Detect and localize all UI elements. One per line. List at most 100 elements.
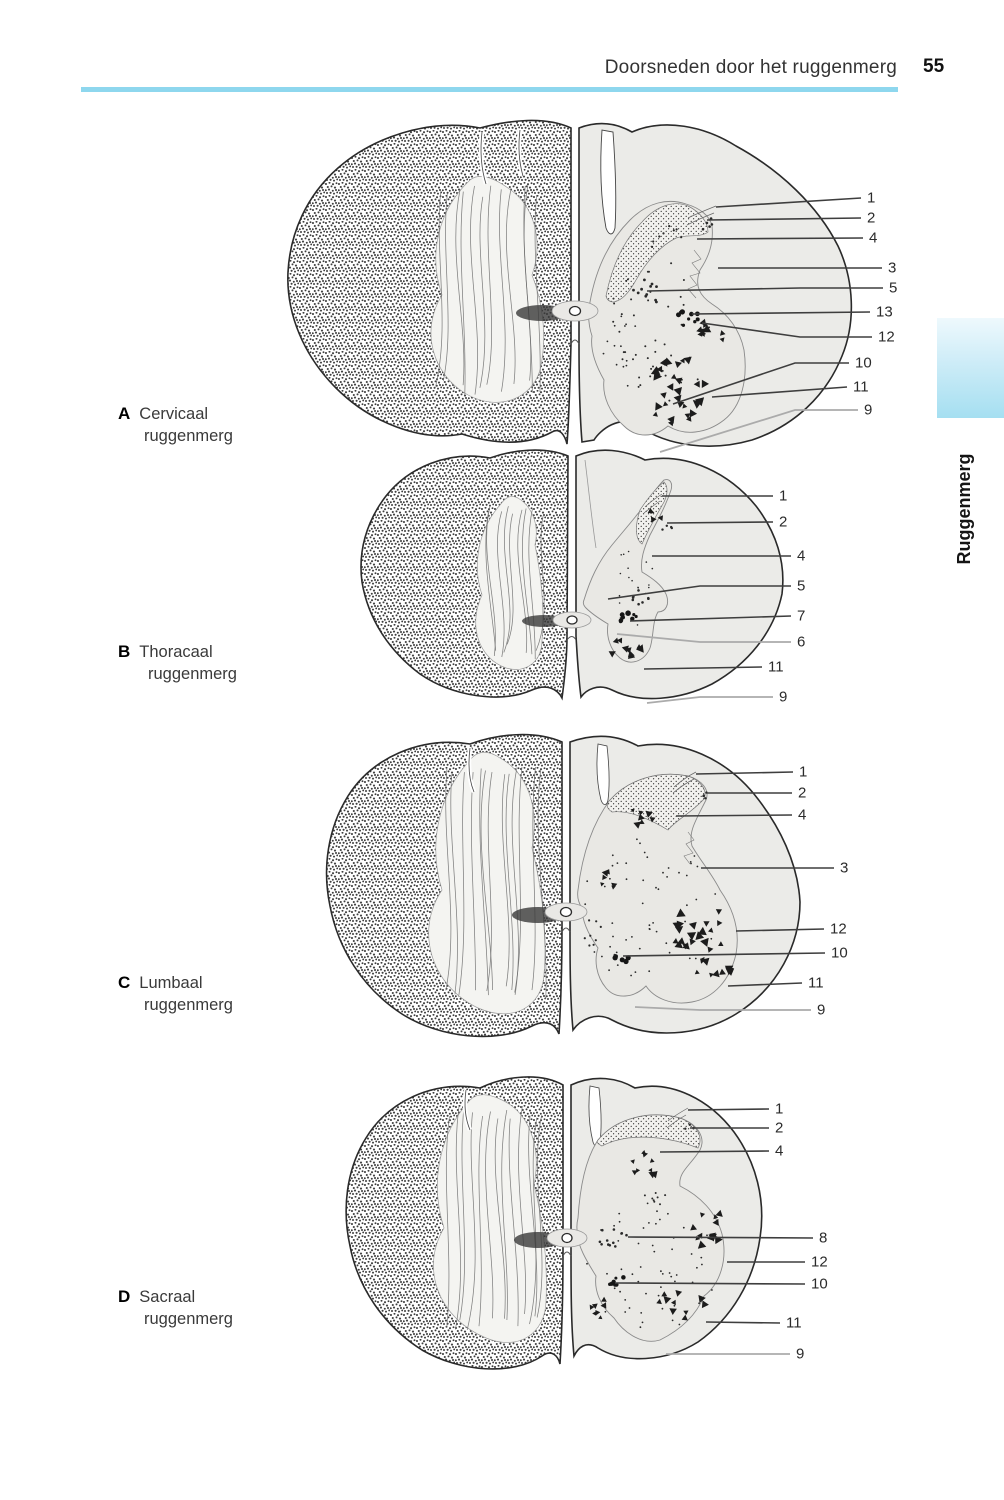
leader-line [715, 197, 862, 208]
section-d-letter: D [118, 1287, 131, 1306]
leader-lines [607, 197, 883, 1355]
leader-line [622, 952, 826, 957]
left-sulcus-mark-a2-line [518, 129, 524, 177]
central-canal-b [566, 615, 578, 625]
section-a-name2: ruggenmerg [144, 427, 233, 445]
header-accent-rule [81, 87, 898, 92]
chapter-thumb-tab [937, 318, 1004, 418]
leader-line [727, 982, 803, 987]
leader-line [659, 409, 858, 453]
dorsal-column-septum-b [584, 459, 597, 549]
section-d-name1: Sacraal [139, 1288, 196, 1306]
section-b-name1: Thoracaal [139, 643, 213, 661]
ventral-fissure-top-a [570, 339, 580, 345]
callout-number: 7 [797, 607, 806, 625]
section-a-letter: A [118, 404, 131, 423]
section-a-name1: Cervicaal [139, 405, 209, 423]
leader-line [646, 287, 883, 292]
callout-number: 9 [864, 401, 873, 419]
callout-number: 13 [876, 303, 893, 321]
callout-number: 12 [830, 920, 847, 938]
substantia-gelatinosa-cap-d [596, 1114, 701, 1149]
callout-number: 1 [799, 763, 808, 781]
leader-line [634, 1006, 811, 1011]
callout-number: 9 [779, 688, 788, 706]
section-d-label: D Sacraal ruggenmerg [118, 1286, 233, 1330]
callout-number: 2 [779, 513, 788, 531]
nuclei-scatter-c [583, 791, 735, 978]
callout-number: 4 [775, 1142, 784, 1160]
dorsal-intermediate-sulcus-c [596, 743, 610, 805]
callout-number: 1 [867, 189, 876, 207]
leader-line [711, 386, 848, 398]
nuclei-scatter-b [608, 507, 673, 659]
section-b-letter: B [118, 642, 131, 661]
leader-line [705, 1321, 781, 1324]
dorsal-intermediate-sulcus-a [600, 129, 617, 235]
section-a-label: A Cervicaal ruggenmerg [118, 403, 233, 447]
reticular-mesh-c [683, 831, 695, 865]
callout-number: 3 [840, 859, 849, 877]
section-b-drawing [360, 449, 784, 701]
ventral-fissure-top-b [566, 636, 577, 641]
section-c-label: C Lumbaal ruggenmerg [118, 972, 233, 1016]
leader-line [659, 1150, 770, 1153]
reticular-mesh-a [687, 249, 702, 299]
callout-number: 10 [831, 944, 848, 962]
callout-number: 11 [768, 658, 784, 676]
callout-number: 4 [797, 547, 806, 565]
left-sulcus-mark-d-line [464, 1089, 471, 1131]
left-sulcus-mark-a1-line [480, 131, 487, 185]
callout-number: 8 [819, 1229, 828, 1247]
leader-line [607, 585, 791, 600]
leader-line [643, 666, 763, 670]
dorsal-rootlets-c [672, 771, 697, 794]
callout-number: 5 [889, 279, 898, 297]
section-a-drawing [287, 119, 853, 447]
callout-number: 12 [878, 328, 895, 346]
callout-number: 5 [797, 577, 806, 595]
leader-line [687, 1108, 770, 1111]
substantia-gelatinosa-cap-a [605, 203, 709, 303]
section-d-drawing [345, 1076, 763, 1370]
dorsal-rootlets-d [666, 1107, 689, 1129]
ventral-fissure-top-d [562, 1251, 572, 1257]
callout-number: 6 [797, 633, 806, 651]
dorsal-rootlets-b [643, 493, 663, 514]
section-c-name2: ruggenmerg [144, 996, 233, 1014]
leader-line [627, 1236, 814, 1239]
grey-matter-left-flame-d [433, 1094, 547, 1343]
leader-line [646, 696, 773, 704]
central-canal-c [559, 906, 573, 918]
section-c-drawing [325, 733, 801, 1038]
section-d-name2: ruggenmerg [144, 1310, 233, 1328]
callout-number: 4 [798, 806, 807, 824]
central-canal-d [561, 1232, 573, 1244]
page-header-title: Doorsneden door het ruggenmerg [604, 57, 897, 78]
callout-number: 9 [817, 1001, 826, 1019]
leader-line [701, 322, 872, 338]
left-sulcus-mark-c-line [468, 747, 475, 793]
leader-line [616, 633, 791, 643]
fiber-streaks-b [485, 505, 545, 660]
leader-line [675, 814, 793, 817]
leader-line [706, 217, 862, 221]
leader-line [672, 362, 849, 405]
callout-number: 1 [775, 1100, 784, 1118]
dorsal-rootlets-a [686, 205, 717, 226]
callout-number: 2 [798, 784, 807, 802]
callout-number: 10 [811, 1275, 828, 1293]
section-c-letter: C [118, 973, 131, 992]
nuclei-scatter-a [602, 217, 726, 427]
callout-number: 11 [808, 974, 824, 992]
fiber-streaks-a [435, 185, 541, 395]
leader-line [614, 1282, 806, 1285]
callout-number: 9 [796, 1345, 805, 1363]
page-number: 55 [923, 56, 945, 77]
section-c-name1: Lumbaal [139, 974, 203, 992]
leader-line [695, 771, 794, 775]
callout-number: 4 [869, 229, 878, 247]
callout-number: 12 [811, 1253, 828, 1271]
leader-line [691, 311, 871, 315]
